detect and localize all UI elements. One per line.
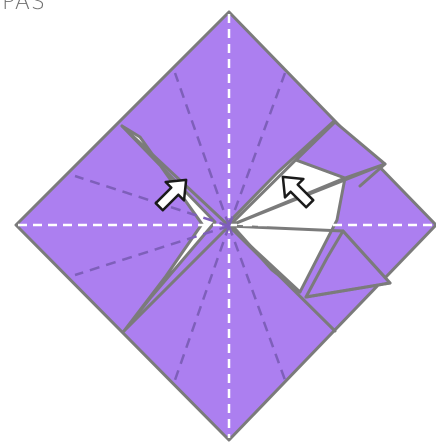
origami-diagram [0,0,436,442]
